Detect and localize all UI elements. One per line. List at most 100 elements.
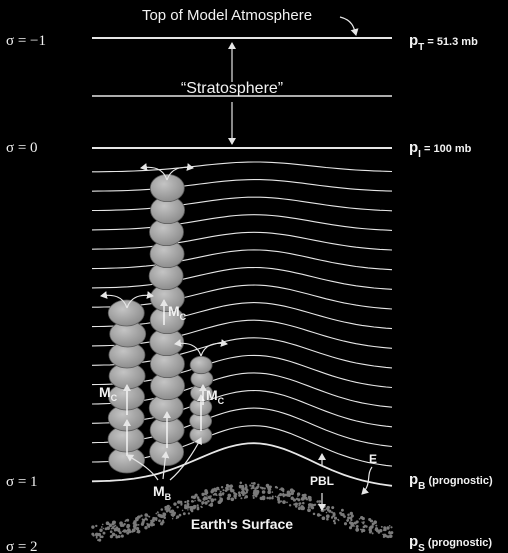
surface-dot [346, 519, 348, 521]
mb-label: MB [153, 483, 172, 502]
surface-dot [344, 522, 347, 525]
surface-dot [182, 510, 184, 512]
surface-dot [179, 514, 182, 517]
surface-dot [286, 502, 288, 504]
surface-dot [141, 523, 144, 526]
cloud-bubble [108, 300, 144, 326]
surface-dot [110, 530, 113, 533]
surface-dot [210, 498, 214, 502]
surface-dot [326, 514, 330, 518]
surface-dot [115, 536, 118, 539]
surface-dot [215, 491, 217, 493]
surface-dot [389, 536, 391, 538]
sigma-zero-label: σ = 0 [6, 140, 38, 156]
surface-dot [103, 528, 104, 529]
surface-dot [160, 522, 163, 525]
earth-surface-band [91, 482, 393, 542]
surface-dot [376, 525, 378, 527]
surface-dot [251, 482, 253, 484]
surface-dot [172, 512, 173, 513]
surface-dot [200, 506, 202, 508]
surface-dot [173, 502, 176, 505]
surface-dot [197, 504, 199, 506]
surface-dot [324, 509, 326, 511]
surface-dot [116, 526, 119, 529]
surface-dot [221, 486, 223, 488]
surface-dot [347, 513, 350, 516]
surface-dot [282, 500, 286, 504]
surface-dot [331, 511, 333, 513]
surface-dot [327, 509, 330, 512]
sigma-surface-line [92, 250, 392, 270]
surface-dot [262, 497, 266, 501]
surface-dot [245, 484, 247, 486]
surface-dot [109, 524, 112, 527]
surface-dot [305, 497, 308, 500]
surface-dot [308, 498, 311, 501]
surface-dot [326, 512, 328, 514]
surface-dot [227, 497, 231, 501]
surface-dot [275, 496, 277, 498]
cumulus-towers [101, 167, 227, 480]
surface-dot [382, 534, 384, 536]
p-boundary-label: pB (prognostic) [409, 471, 493, 492]
surface-dot [326, 518, 329, 521]
surface-dot [295, 505, 298, 508]
surface-dot [373, 520, 377, 524]
surface-dot [296, 498, 299, 501]
model-top-title: Top of Model Atmosphere [142, 7, 312, 24]
surface-dot [132, 528, 136, 532]
surface-dot [280, 487, 283, 490]
surface-dot [206, 495, 208, 497]
surface-dot [147, 515, 149, 517]
surface-dot [234, 497, 236, 499]
surface-dot [383, 526, 386, 529]
surface-dot [244, 496, 246, 498]
sigma-surface-line [92, 197, 392, 211]
sigma-surface-line [92, 162, 392, 172]
surface-dot [214, 498, 216, 500]
surface-dot [121, 535, 124, 538]
surface-dot [112, 528, 114, 530]
surface-dot [110, 535, 113, 538]
surface-dot [272, 495, 274, 497]
surface-dot [264, 487, 266, 489]
surface-dot [351, 522, 355, 526]
surface-dot [246, 486, 248, 488]
surface-dot [222, 492, 225, 495]
stratosphere-label: “Stratosphere” [181, 80, 283, 97]
surface-dot [92, 534, 94, 536]
surface-dot [233, 491, 235, 493]
surface-dot [310, 505, 313, 508]
surface-dot [245, 489, 248, 492]
surface-dot [318, 503, 320, 505]
surface-dot [351, 514, 354, 517]
earth-surface-label: Earth's Surface [191, 516, 293, 532]
surface-dot [117, 529, 120, 532]
surface-dot [193, 505, 197, 509]
surface-dot [221, 500, 222, 501]
surface-dot [187, 500, 190, 503]
surface-dot [362, 522, 364, 524]
surface-dot [184, 506, 188, 510]
surface-dot [242, 492, 244, 494]
surface-dot [297, 492, 300, 495]
surface-dot [167, 505, 170, 508]
surface-dot [375, 529, 377, 531]
surface-dot [176, 515, 179, 518]
surface-dot [168, 508, 170, 510]
surface-dot [177, 500, 181, 504]
surface-dot [140, 514, 142, 516]
surface-dot [308, 503, 311, 506]
surface-dot [230, 497, 234, 501]
surface-dot [226, 484, 229, 487]
surface-dot [360, 516, 363, 519]
surface-dot [125, 519, 127, 521]
surface-dot [289, 504, 291, 506]
detrain-arrow-right [201, 343, 227, 356]
surface-dot [255, 491, 258, 494]
surface-dot [372, 532, 374, 534]
surface-dot [95, 525, 97, 527]
sigma-two-label: σ = 2 [6, 539, 38, 553]
surface-dot [211, 488, 215, 492]
